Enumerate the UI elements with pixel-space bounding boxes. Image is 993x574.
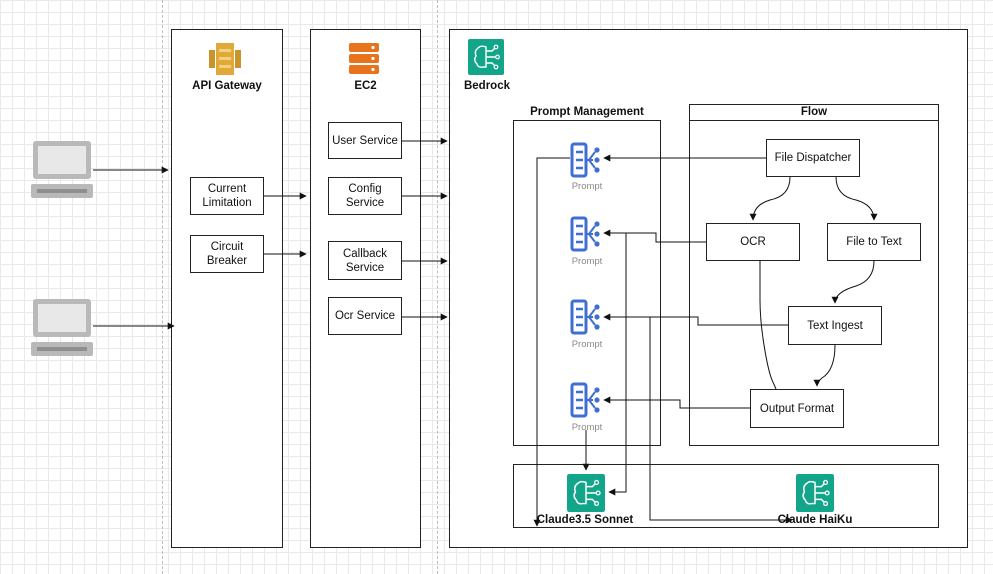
line-ocr-to-output [759, 261, 777, 390]
bedrock-icon [468, 39, 504, 75]
claude-sonnet-label: Claude3.5 Sonnet [536, 514, 634, 526]
api-gateway-title: API Gateway [192, 80, 262, 92]
api-gateway-container [171, 29, 283, 548]
arrow-ingest-to-prompt3 [603, 313, 788, 326]
api-gateway-icon [209, 43, 241, 75]
config-service-box[interactable]: Config Service [328, 177, 402, 215]
arrow-output-to-prompt4 [603, 396, 750, 409]
client-computer-icon [31, 141, 93, 198]
prompt-label: Prompt [571, 339, 603, 350]
bedrock-title: Bedrock [463, 80, 511, 92]
arrow-prompt3-to-haiku [610, 316, 793, 524]
ec2-title: EC2 [354, 80, 377, 92]
prompt-label: Prompt [571, 181, 603, 192]
prompt-label: Prompt [571, 422, 603, 433]
ec2-container [310, 29, 421, 548]
arrow-file-to-text-to-ingest [831, 260, 875, 304]
ec2-server-icon [349, 43, 379, 74]
arrow-ocr-to-prompt2 [603, 229, 706, 243]
flow-header-line [689, 120, 939, 121]
prompt-icon [570, 216, 600, 252]
prompt-icon [570, 299, 600, 335]
prompt-management-title: Prompt Management [530, 106, 644, 118]
arrow-ingest-to-output [813, 344, 836, 387]
claude-haiku-label: Claude HaiKu [777, 514, 853, 526]
claude-sonnet-icon [567, 474, 605, 512]
circuit-breaker-box[interactable]: Circuit Breaker [190, 235, 264, 273]
prompt-label: Prompt [571, 256, 603, 267]
guide-line-left [162, 0, 163, 574]
file-dispatcher-box[interactable]: File Dispatcher [766, 139, 860, 177]
flow-title: Flow [800, 106, 828, 118]
guide-line-right [437, 0, 438, 574]
prompt-icon [570, 142, 600, 178]
client-computer-icon [31, 299, 93, 356]
current-limitation-box[interactable]: Current Limitation [190, 177, 264, 215]
arrow-prompt1-to-model-area [533, 157, 570, 527]
arrow-prompt2-to-sonnet [608, 232, 627, 496]
prompt-management-header-line [513, 120, 661, 121]
text-ingest-box[interactable]: Text Ingest [788, 306, 882, 345]
prompt-icon [570, 382, 600, 418]
file-to-text-box[interactable]: File to Text [827, 223, 921, 261]
arrow-dispatcher-to-ocr [749, 176, 791, 221]
arrow-dispatcher-to-file-to-text [835, 176, 878, 221]
output-format-box[interactable]: Output Format [750, 389, 844, 428]
user-service-box[interactable]: User Service [328, 122, 402, 159]
ocr-service-box[interactable]: Ocr Service [328, 297, 402, 335]
claude-haiku-icon [796, 474, 834, 512]
callback-service-box[interactable]: Callback Service [328, 241, 402, 280]
ocr-box[interactable]: OCR [706, 223, 800, 261]
